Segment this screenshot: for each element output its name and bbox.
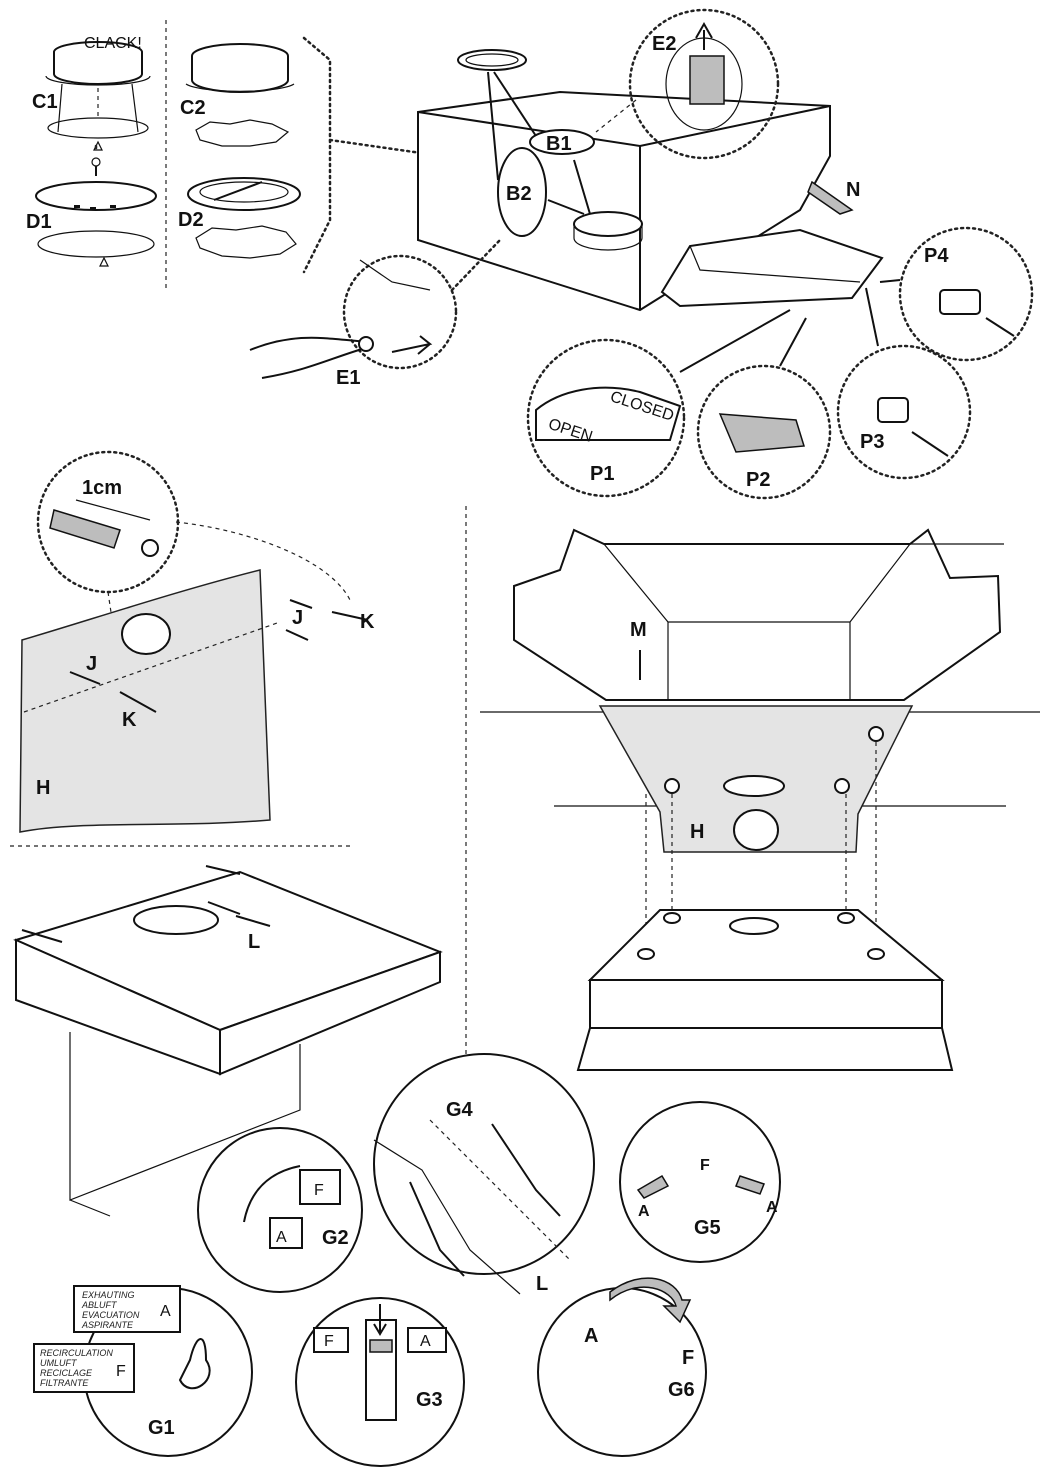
panel-wall-mounting: 1cm J K J K H xyxy=(19,450,375,833)
g3-f-label: F xyxy=(324,1333,334,1350)
detail-p2: P2 xyxy=(696,317,832,500)
g5-f-label: F xyxy=(700,1157,710,1174)
detail-p3: P3 xyxy=(836,287,972,480)
detail-e2: E2 xyxy=(628,8,780,160)
n-label: N xyxy=(846,179,860,201)
plate-d2 xyxy=(187,177,301,259)
g1-exhaust-line-1: EXHAUTING xyxy=(82,1290,135,1300)
panel-c-d: CLACK! C1 D1 C2 xyxy=(26,20,458,290)
g1-recirc-line-4: FILTRANTE xyxy=(40,1378,89,1388)
p1-label: P1 xyxy=(590,463,614,485)
g1-exhaust-line-3: EVACUATION xyxy=(82,1310,140,1320)
detail-g5: F A A G5 xyxy=(619,1101,781,1263)
g4-l-label: L xyxy=(536,1273,548,1295)
e1-label: E1 xyxy=(336,367,360,389)
k-upper-label: K xyxy=(360,611,375,633)
g6-label: G6 xyxy=(668,1379,695,1401)
g5-a-right-label: A xyxy=(766,1199,778,1216)
g3-label: G3 xyxy=(416,1389,443,1411)
g5-a-left-label: A xyxy=(638,1203,650,1220)
g1-exhaust-line-2: ABLUFT xyxy=(81,1300,118,1310)
g1-recirc-line-3: RECICLAGE xyxy=(40,1368,93,1378)
detail-g6: A F G6 xyxy=(537,1277,707,1457)
d1-label: D1 xyxy=(26,211,52,233)
g1-exhaust-letter: A xyxy=(160,1303,171,1320)
k-lower-label: K xyxy=(122,709,137,731)
g6-a-label: A xyxy=(584,1325,598,1347)
b1-label: B1 xyxy=(546,133,572,155)
g1-recirc-letter: F xyxy=(116,1363,126,1380)
collar-c1 xyxy=(45,41,151,151)
detail-p1: OPEN CLOSED P1 xyxy=(526,309,791,498)
detail-g2: F A G2 xyxy=(197,1127,363,1293)
d2-label: D2 xyxy=(178,209,204,231)
detail-g3: F A G3 xyxy=(295,1297,465,1467)
p4-label: P4 xyxy=(924,245,949,267)
g1-label: G1 xyxy=(148,1417,175,1439)
p2-label: P2 xyxy=(746,469,770,491)
l-hood-label: L xyxy=(248,931,260,953)
c2-label: C2 xyxy=(180,97,206,119)
detail-g1: EXHAUTING ABLUFT EVACUATION ASPIRANTE A … xyxy=(33,1285,253,1457)
g1-exhaust-line-4: ASPIRANTE xyxy=(81,1320,134,1330)
h-left-label: H xyxy=(36,777,50,799)
g1-recirc-line-1: RECIRCULATION xyxy=(40,1348,113,1358)
b2-label: B2 xyxy=(506,183,532,205)
g3-a-label: A xyxy=(420,1333,431,1350)
j-upper-label: J xyxy=(292,607,303,629)
g5-label: G5 xyxy=(694,1217,721,1239)
e2-label: E2 xyxy=(652,33,676,55)
detail-g4: G4 L xyxy=(373,1053,595,1295)
p3-label: P3 xyxy=(860,431,884,453)
collar-c2 xyxy=(185,43,295,147)
detail-e1: E1 xyxy=(249,238,502,389)
g2-f-label: F xyxy=(314,1182,324,1199)
clack-label: CLACK! xyxy=(84,35,142,52)
detail-p4: P4 xyxy=(879,226,1034,362)
panel-ceiling-mounting: M H xyxy=(480,528,1040,1071)
c1-label: C1 xyxy=(32,91,58,113)
h-right-label: H xyxy=(690,821,704,843)
g1-recirc-line-2: UMLUFT xyxy=(40,1358,78,1368)
g2-label: G2 xyxy=(322,1227,349,1249)
g2-a-label: A xyxy=(276,1229,287,1246)
one-cm-label: 1cm xyxy=(82,477,122,499)
hood-top-view: B1 B2 N xyxy=(417,49,884,312)
m-label: M xyxy=(630,619,647,641)
g6-f-label: F xyxy=(682,1347,694,1369)
j-lower-label: J xyxy=(86,653,97,675)
g4-label: G4 xyxy=(446,1099,474,1121)
screw-icon xyxy=(91,144,101,176)
plate-d1 xyxy=(35,181,157,267)
panel-hood-cabinet: L xyxy=(13,865,443,1217)
